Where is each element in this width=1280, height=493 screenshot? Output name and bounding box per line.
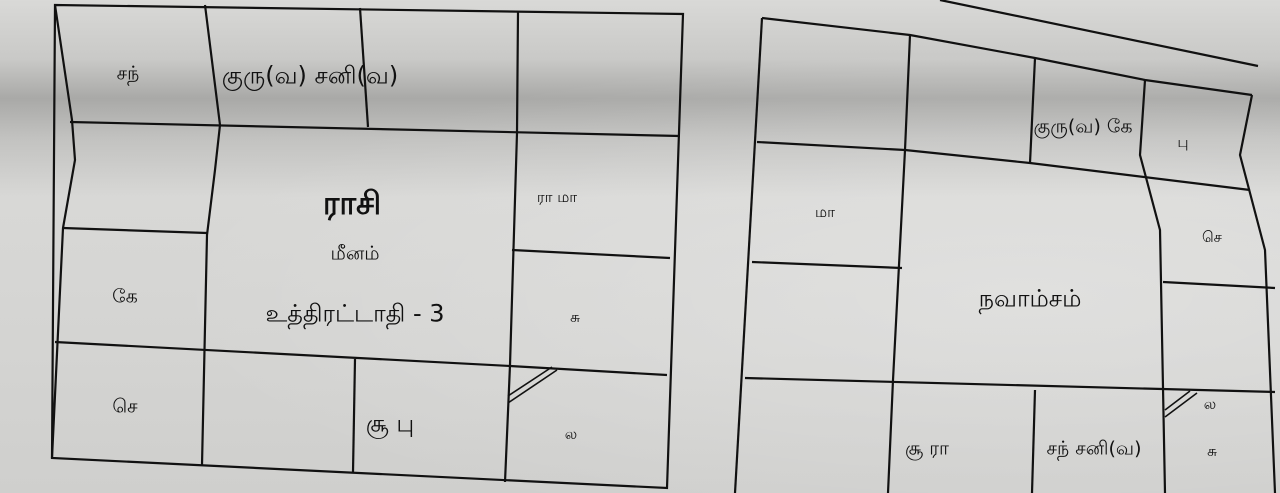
house-label: ரா மா (536, 188, 578, 206)
rasi-grid (50, 3, 685, 490)
chart-title: ராசி (322, 184, 382, 222)
house-label: சூ ரா (905, 437, 949, 460)
chart-title: நவாம்சம் (978, 284, 1082, 313)
house-label: ல (1203, 395, 1217, 413)
house-label: சந் சனி(வ) (1046, 437, 1142, 460)
house-label: சந் (116, 62, 140, 85)
house-label: பு (1177, 133, 1189, 151)
nakshatra-label: உத்திரட்டாதி - 3 (265, 299, 445, 328)
house-label: செ (1202, 228, 1222, 246)
house-label: சூ பு (365, 409, 415, 438)
house-label: சு (570, 308, 580, 326)
house-label: மா (815, 203, 835, 221)
navamsa-grid (733, 0, 1277, 493)
house-label: கே (112, 285, 138, 308)
house-label: குரு(வ) சனி(வ) (221, 61, 399, 90)
house-label: ல (564, 425, 578, 443)
house-label: செ (112, 395, 138, 418)
house-label: குரு(வ) கே (1033, 115, 1133, 138)
rasi-name: மீனம் (330, 242, 380, 265)
house-label: சு (1207, 442, 1217, 460)
